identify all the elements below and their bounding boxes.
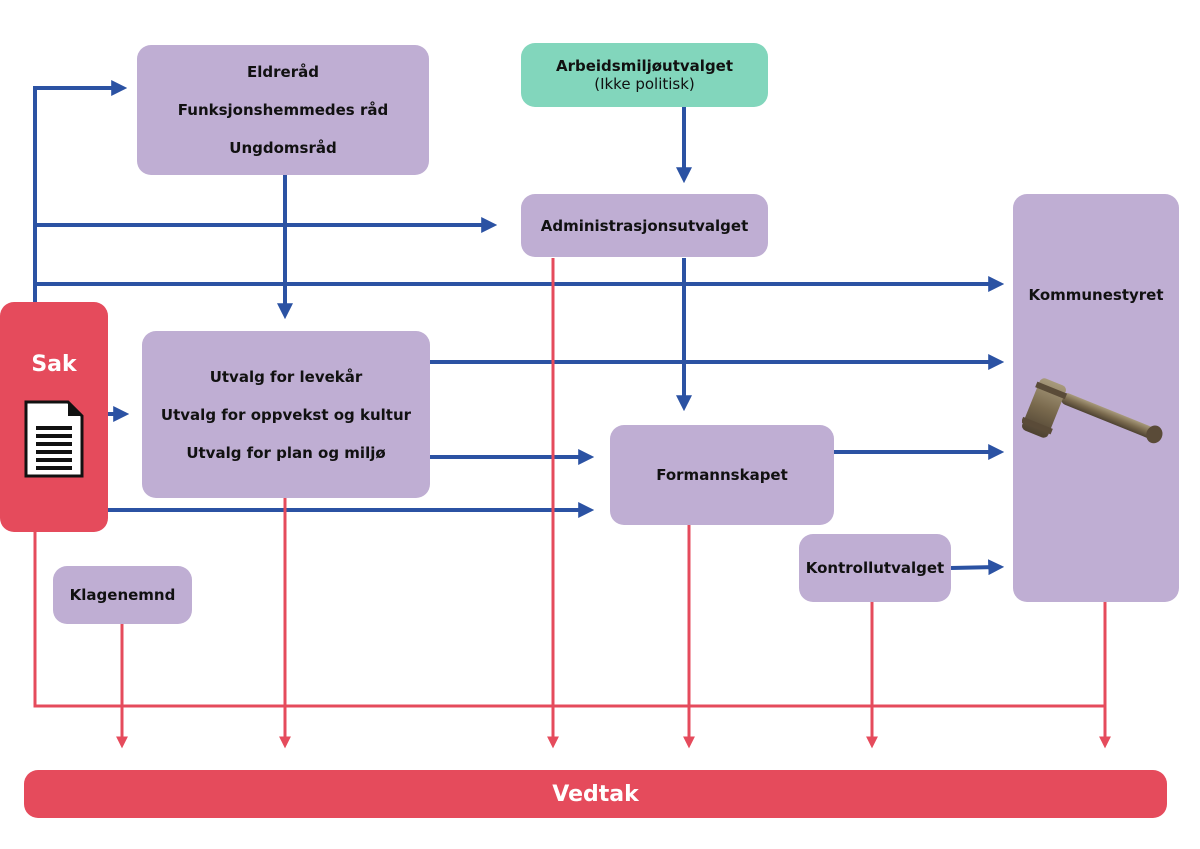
box-utvalg-group: Utvalg for levekår Utvalg for oppvekst o… xyxy=(142,331,430,498)
sak-label: Sak xyxy=(31,352,77,377)
gavel-handle xyxy=(1061,393,1163,444)
arbeidsmiljoutvalget-label: Arbeidsmiljøutvalget xyxy=(555,57,734,75)
box-administrasjonsutvalget: Administrasjonsutvalget xyxy=(521,194,768,257)
vedtak-label: Vedtak xyxy=(552,781,639,807)
box-klagenemnd: Klagenemnd xyxy=(53,566,192,624)
klagenemnd-label: Klagenemnd xyxy=(69,586,176,604)
box-kontrollutvalget: Kontrollutvalget xyxy=(799,534,951,602)
blue-arrows xyxy=(33,80,1005,576)
utvalg-levekar-label: Utvalg for levekår xyxy=(209,367,363,386)
box-arbeidsmiljoutvalget: Arbeidsmiljøutvalget (Ikke politisk) xyxy=(521,43,768,107)
box-formannskapet: Formannskapet xyxy=(610,425,834,525)
box-sak: Sak xyxy=(0,302,108,532)
arrow-sak-to-group1 xyxy=(33,80,128,302)
gavel-head xyxy=(1022,378,1068,438)
utvalg-plan-miljo-label: Utvalg for plan og miljø xyxy=(186,443,386,462)
administrasjonsutvalget-label: Administrasjonsutvalget xyxy=(540,216,749,235)
gavel-icon xyxy=(1022,378,1163,444)
eldrerad-label: Eldreråd xyxy=(247,63,319,81)
kontrollutvalget-label: Kontrollutvalget xyxy=(805,559,945,577)
arrow-sak-loop-to-vedtak xyxy=(33,532,1105,708)
arrow-kontroll-to-kommunestyret xyxy=(950,559,1005,576)
red-arrows xyxy=(33,258,1111,749)
ikke-politisk-label: (Ikke politisk) xyxy=(594,75,695,93)
utvalg-oppvekst-kultur-label: Utvalg for oppvekst og kultur xyxy=(160,405,412,424)
formannskapet-label: Formannskapet xyxy=(656,466,788,484)
funksjonshemmedes-rad-label: Funksjonshemmedes råd xyxy=(177,101,389,119)
kommunestyret-label: Kommunestyret xyxy=(1028,286,1164,304)
document-icon xyxy=(24,400,84,478)
ungdomsrad-label: Ungdomsråd xyxy=(229,139,337,157)
box-eldrerad-group: Eldreråd Funksjonshemmedes råd Ungdomsrå… xyxy=(137,45,429,175)
box-vedtak: Vedtak xyxy=(24,770,1167,818)
